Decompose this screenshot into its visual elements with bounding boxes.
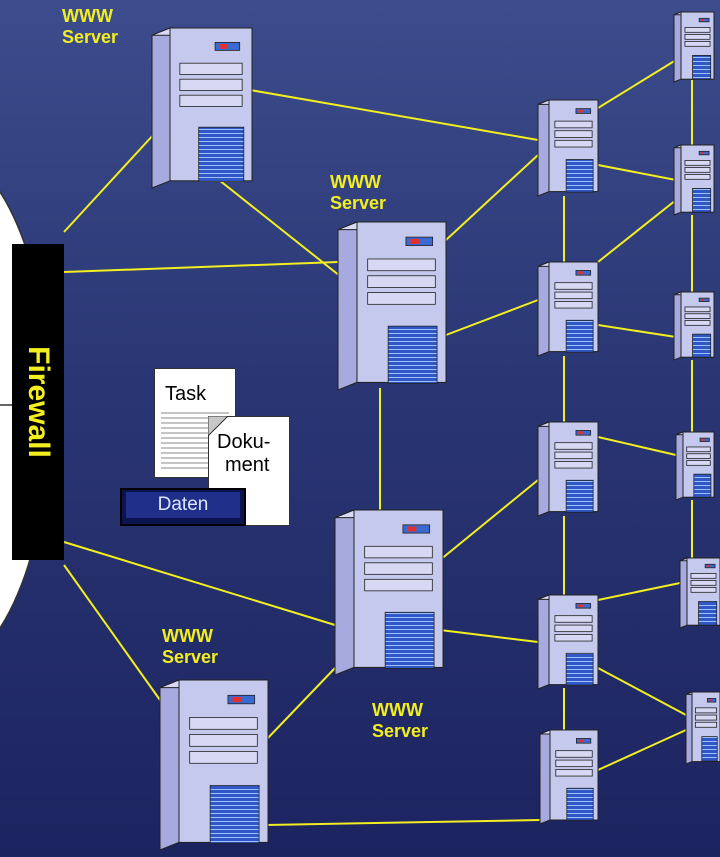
link — [63, 541, 336, 626]
link — [213, 175, 341, 277]
dokument-label-line2: ment — [225, 454, 270, 476]
server-tower-icon — [537, 594, 599, 690]
servers — [151, 11, 720, 851]
link — [249, 89, 539, 141]
label-line: Server — [372, 721, 429, 741]
www-server-label-1: WWW Server — [62, 6, 118, 48]
link — [597, 582, 681, 601]
link — [445, 299, 539, 336]
www-server-label-3: WWW Server — [162, 626, 218, 668]
daten-box: Daten — [120, 488, 246, 526]
www-server-label-4: WWW Server — [372, 700, 428, 742]
link — [445, 154, 539, 241]
label-line: WWW — [62, 6, 113, 26]
server-tower-icon — [673, 144, 715, 216]
link — [265, 667, 336, 741]
server-tower-icon — [337, 221, 447, 391]
label-line: Server — [162, 647, 219, 667]
folded-corner-icon — [208, 416, 228, 436]
link — [597, 729, 687, 771]
server-tower-icon — [673, 291, 715, 361]
link — [597, 324, 677, 338]
link — [597, 667, 687, 716]
server-tower-icon — [539, 729, 599, 825]
server-tower-icon — [537, 421, 599, 517]
server-tower-icon — [679, 557, 720, 629]
link — [597, 164, 677, 181]
label-line: Server — [330, 193, 387, 213]
server-tower-icon — [151, 27, 253, 189]
network-links — [63, 59, 693, 826]
link — [265, 819, 541, 826]
server-tower-icon — [673, 11, 715, 83]
label-line: WWW — [330, 172, 381, 192]
server-tower-icon — [159, 679, 269, 851]
link — [439, 479, 539, 561]
server-tower-icon — [334, 509, 444, 676]
daten-label: Daten — [126, 492, 240, 518]
server-tower-icon — [537, 99, 599, 197]
www-server-label-2: WWW Server — [330, 172, 386, 214]
link — [439, 629, 539, 643]
link — [63, 261, 339, 273]
label-line: Server — [62, 27, 119, 47]
task-document-label: Task — [165, 383, 207, 405]
server-tower-icon — [685, 691, 720, 765]
label-line: WWW — [372, 700, 423, 720]
dokument-label-line1: Doku- — [217, 431, 271, 453]
firewall-label: Firewall — [22, 346, 55, 458]
link — [63, 564, 161, 701]
server-tower-icon — [537, 261, 599, 357]
label-line: WWW — [162, 626, 213, 646]
link — [597, 436, 677, 456]
link — [597, 59, 677, 109]
firewall-bar — [12, 244, 64, 560]
server-tower-icon — [675, 431, 715, 501]
link — [597, 199, 677, 263]
link — [63, 132, 156, 233]
